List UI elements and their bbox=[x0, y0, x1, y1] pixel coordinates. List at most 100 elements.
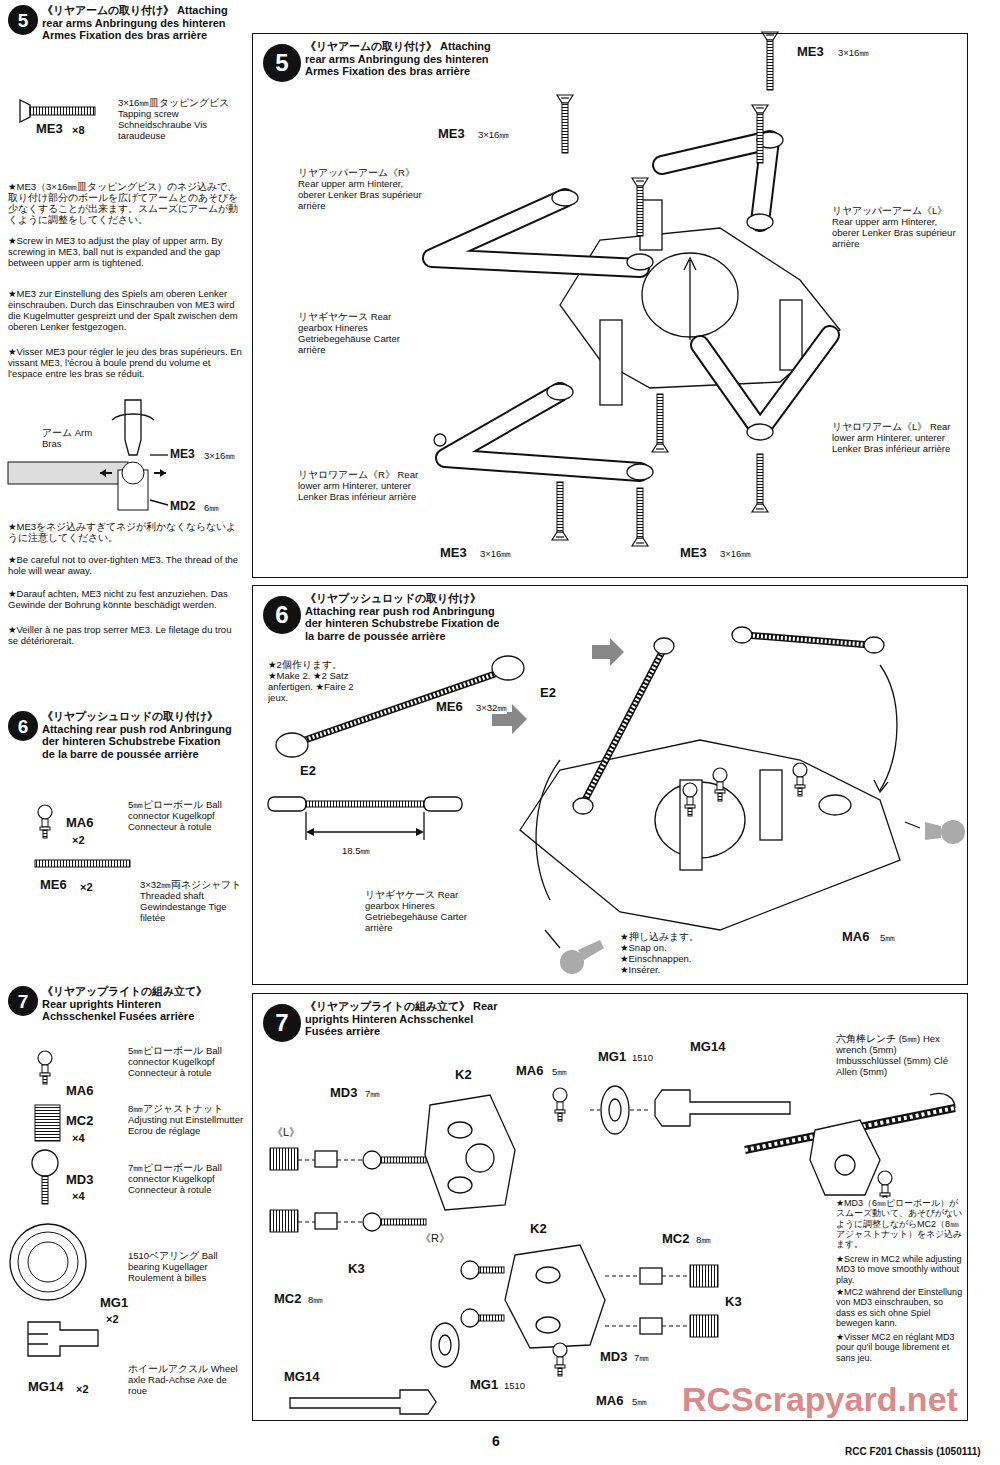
illustration-ellipse bbox=[536, 1267, 560, 1283]
part-code: ME6 bbox=[40, 878, 67, 893]
dimension-label: 3×16㎜ bbox=[478, 130, 509, 141]
step-panel: 《リヤプッシュロッドの取り付け》 Attaching rear push rod… bbox=[252, 585, 968, 985]
illustration-path bbox=[28, 1334, 48, 1344]
illustration-circle bbox=[461, 1261, 479, 1279]
illustration-path bbox=[874, 780, 888, 792]
part-label: 3×32㎜両ネジシャフト Threaded shaft Gewindestang… bbox=[140, 880, 248, 924]
illustration-rect bbox=[381, 1219, 426, 1225]
part-code: ME3 bbox=[440, 546, 467, 561]
step-number: 7 bbox=[275, 1011, 288, 1035]
illustration-ellipse bbox=[573, 798, 593, 814]
illustration-path bbox=[432, 198, 640, 268]
illustration-path bbox=[505, 1245, 605, 1348]
dimension-label: 3×16㎜ bbox=[480, 549, 511, 560]
illustration-ellipse bbox=[747, 214, 773, 230]
illustration-rect bbox=[600, 320, 622, 405]
illustration-path bbox=[298, 1160, 363, 1222]
dimension-label: 3×16㎜ bbox=[204, 451, 235, 462]
illustration-path bbox=[536, 760, 560, 900]
illustration-path bbox=[700, 335, 830, 430]
illustration-ellipse bbox=[819, 795, 851, 815]
illustration-path bbox=[150, 454, 168, 455]
dimension-label: 3×16㎜ bbox=[838, 48, 869, 59]
part-code: MD2 bbox=[170, 500, 195, 514]
illustration-path bbox=[125, 400, 141, 455]
part-code: ME3 bbox=[797, 45, 824, 60]
illustration-rect bbox=[690, 1315, 718, 1337]
step-heading: 《リヤアップライトの組み立て》 Rear uprights Hinteren A… bbox=[42, 985, 232, 1023]
illustration-use bbox=[713, 768, 727, 801]
step-number-circle: 5 bbox=[263, 44, 301, 82]
part-label: リヤギヤケース Rear gearbox Hineres Getriebegeh… bbox=[298, 312, 428, 356]
illustration-rect bbox=[270, 1210, 298, 1232]
step-number: 5 bbox=[18, 11, 29, 30]
part-code: ME3 bbox=[680, 546, 707, 561]
note-text: ★Screw in MC2 while adjusting MD3 to mov… bbox=[836, 1254, 964, 1285]
quantity: ×4 bbox=[72, 1132, 85, 1145]
illustration-path bbox=[100, 472, 166, 474]
illustration-path bbox=[930, 1093, 955, 1108]
illustration-path bbox=[28, 1322, 98, 1356]
part-code: MG14 bbox=[690, 1040, 725, 1055]
illustration-rect bbox=[680, 780, 702, 870]
illustration-circle bbox=[18, 1232, 78, 1292]
illustration-rect bbox=[315, 1213, 337, 1229]
illustration-use bbox=[552, 482, 568, 540]
illustration-ellipse bbox=[492, 656, 524, 680]
part-code: K3 bbox=[348, 1262, 365, 1277]
quantity: ×2 bbox=[76, 1383, 89, 1396]
note-text: ★ME3 zur Einstellung des Spiels am obere… bbox=[8, 289, 242, 333]
illustration-path bbox=[745, 635, 870, 645]
illustration-ellipse bbox=[601, 1086, 629, 1134]
illustration-use bbox=[38, 1051, 52, 1084]
quantity: ×2 bbox=[72, 834, 85, 847]
dimension-label: 5㎜ bbox=[552, 1067, 567, 1078]
step-heading: 《リヤプッシュロッドの取り付け》 Attaching rear push rod… bbox=[305, 592, 505, 643]
illustration-ellipse bbox=[732, 627, 752, 643]
illustration-rect bbox=[640, 1268, 662, 1284]
dimension-label: 7㎜ bbox=[634, 1353, 649, 1364]
illustration-use bbox=[752, 105, 768, 163]
illustration-use bbox=[553, 1088, 567, 1121]
illustration-path bbox=[925, 822, 941, 840]
part-code: MC2 bbox=[274, 1292, 301, 1307]
part-code: ME3 bbox=[170, 448, 195, 462]
note-text: ★Darauf achten, ME3 nicht zu fest anzuzi… bbox=[8, 589, 242, 611]
illustration-rect bbox=[306, 801, 424, 807]
illustration-path bbox=[700, 335, 830, 430]
illustration-rect bbox=[690, 1265, 718, 1287]
illustration-ellipse bbox=[654, 638, 674, 654]
part-code: MG1 bbox=[598, 1050, 626, 1065]
dimension-label: 3×16㎜ bbox=[720, 549, 751, 560]
illustration-circle bbox=[363, 1213, 381, 1231]
illustration-path bbox=[880, 665, 897, 790]
illustration-path bbox=[100, 469, 166, 477]
illustration-rect bbox=[315, 1151, 337, 1167]
part-code: MA6 bbox=[66, 1084, 93, 1099]
part-label: リヤロワアーム《L》 Rear lower arm Hinterer, unte… bbox=[832, 422, 962, 455]
illustration-path bbox=[655, 1090, 790, 1126]
illustration-circle bbox=[10, 1224, 86, 1300]
step-number: 6 bbox=[275, 603, 288, 627]
note-text: ★MD3（6㎜ピローボール）がスムーズ動いて、あそびがないように調整しながらMC… bbox=[836, 1198, 964, 1250]
illustration-rect bbox=[424, 797, 462, 811]
part-code: K2 bbox=[455, 1068, 472, 1083]
step-number-circle: 7 bbox=[8, 986, 38, 1016]
dimension-label: 7㎜ bbox=[365, 1089, 380, 1100]
note-text: ★ME3をネジ込みすぎてネジが利かなくならないように注意してください。 bbox=[8, 522, 242, 544]
part-label: 3×16㎜皿タッピングビス Tapping screw Schneidschra… bbox=[118, 98, 243, 142]
illustration-circle bbox=[941, 820, 965, 844]
part-code: ME3 bbox=[438, 127, 465, 142]
part-label: リヤアッパーアーム《R》 Rear upper arm Hinterer, ob… bbox=[298, 168, 428, 212]
illustration-path bbox=[590, 1110, 650, 1111]
illustration-rect bbox=[30, 107, 95, 115]
watermark: RCScrapyard.net bbox=[682, 1380, 958, 1419]
illustration-rect bbox=[270, 1148, 298, 1170]
illustration-path bbox=[520, 740, 900, 930]
illustration-path bbox=[150, 500, 168, 505]
illustration-use bbox=[683, 783, 697, 816]
note-text: ★押し込みます。 ★Snap on. ★Einschnappen. ★Insér… bbox=[620, 932, 710, 976]
illustration-use bbox=[762, 32, 778, 90]
quantity: ×4 bbox=[72, 1190, 85, 1203]
illustration-ellipse bbox=[627, 464, 653, 480]
